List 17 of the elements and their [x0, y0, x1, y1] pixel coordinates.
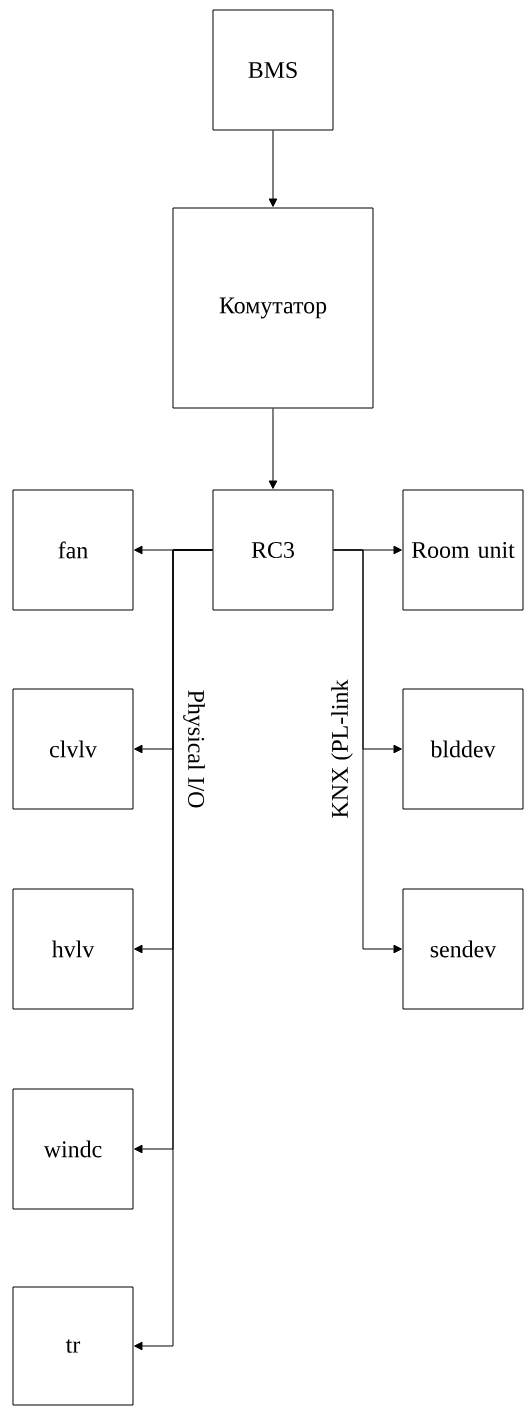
process-box: BMS	[212, 9, 334, 131]
process-box: Room unit	[402, 489, 524, 611]
bus-label: KNX (PL-link	[331, 679, 353, 818]
process-box: fan	[12, 489, 134, 611]
arrow	[333, 549, 402, 954]
bus-label: Physical I/O	[183, 690, 205, 808]
arrow	[134, 549, 213, 1351]
process-box: clvlv	[12, 688, 134, 810]
process-box: blddev	[402, 688, 524, 810]
process-box: Комутатор	[172, 207, 374, 409]
process-box: hvlv	[12, 888, 134, 1010]
arrow	[268, 130, 278, 207]
process-box: RC3	[212, 489, 334, 611]
process-box: tr	[12, 1286, 134, 1406]
process-box: windc	[12, 1088, 134, 1210]
process-box: sendev	[402, 888, 524, 1010]
arrow	[268, 408, 278, 489]
